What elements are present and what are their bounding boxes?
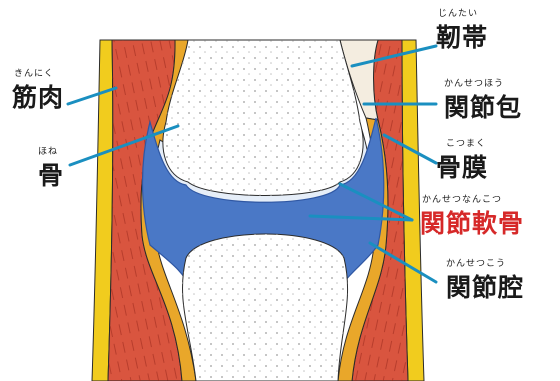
text-capsule: 関節包 xyxy=(444,88,522,124)
lower-bone-texture xyxy=(183,234,348,381)
text-periosteum: 骨膜 xyxy=(436,148,488,184)
text-bone: 骨 xyxy=(38,156,64,192)
text-ligament: 靭帯 xyxy=(436,18,488,54)
upper-bone-texture xyxy=(163,40,363,196)
text-cartilage: 関節軟骨 xyxy=(420,204,524,240)
text-muscle: 筋肉 xyxy=(12,78,64,114)
text-cavity: 関節腔 xyxy=(446,268,524,304)
